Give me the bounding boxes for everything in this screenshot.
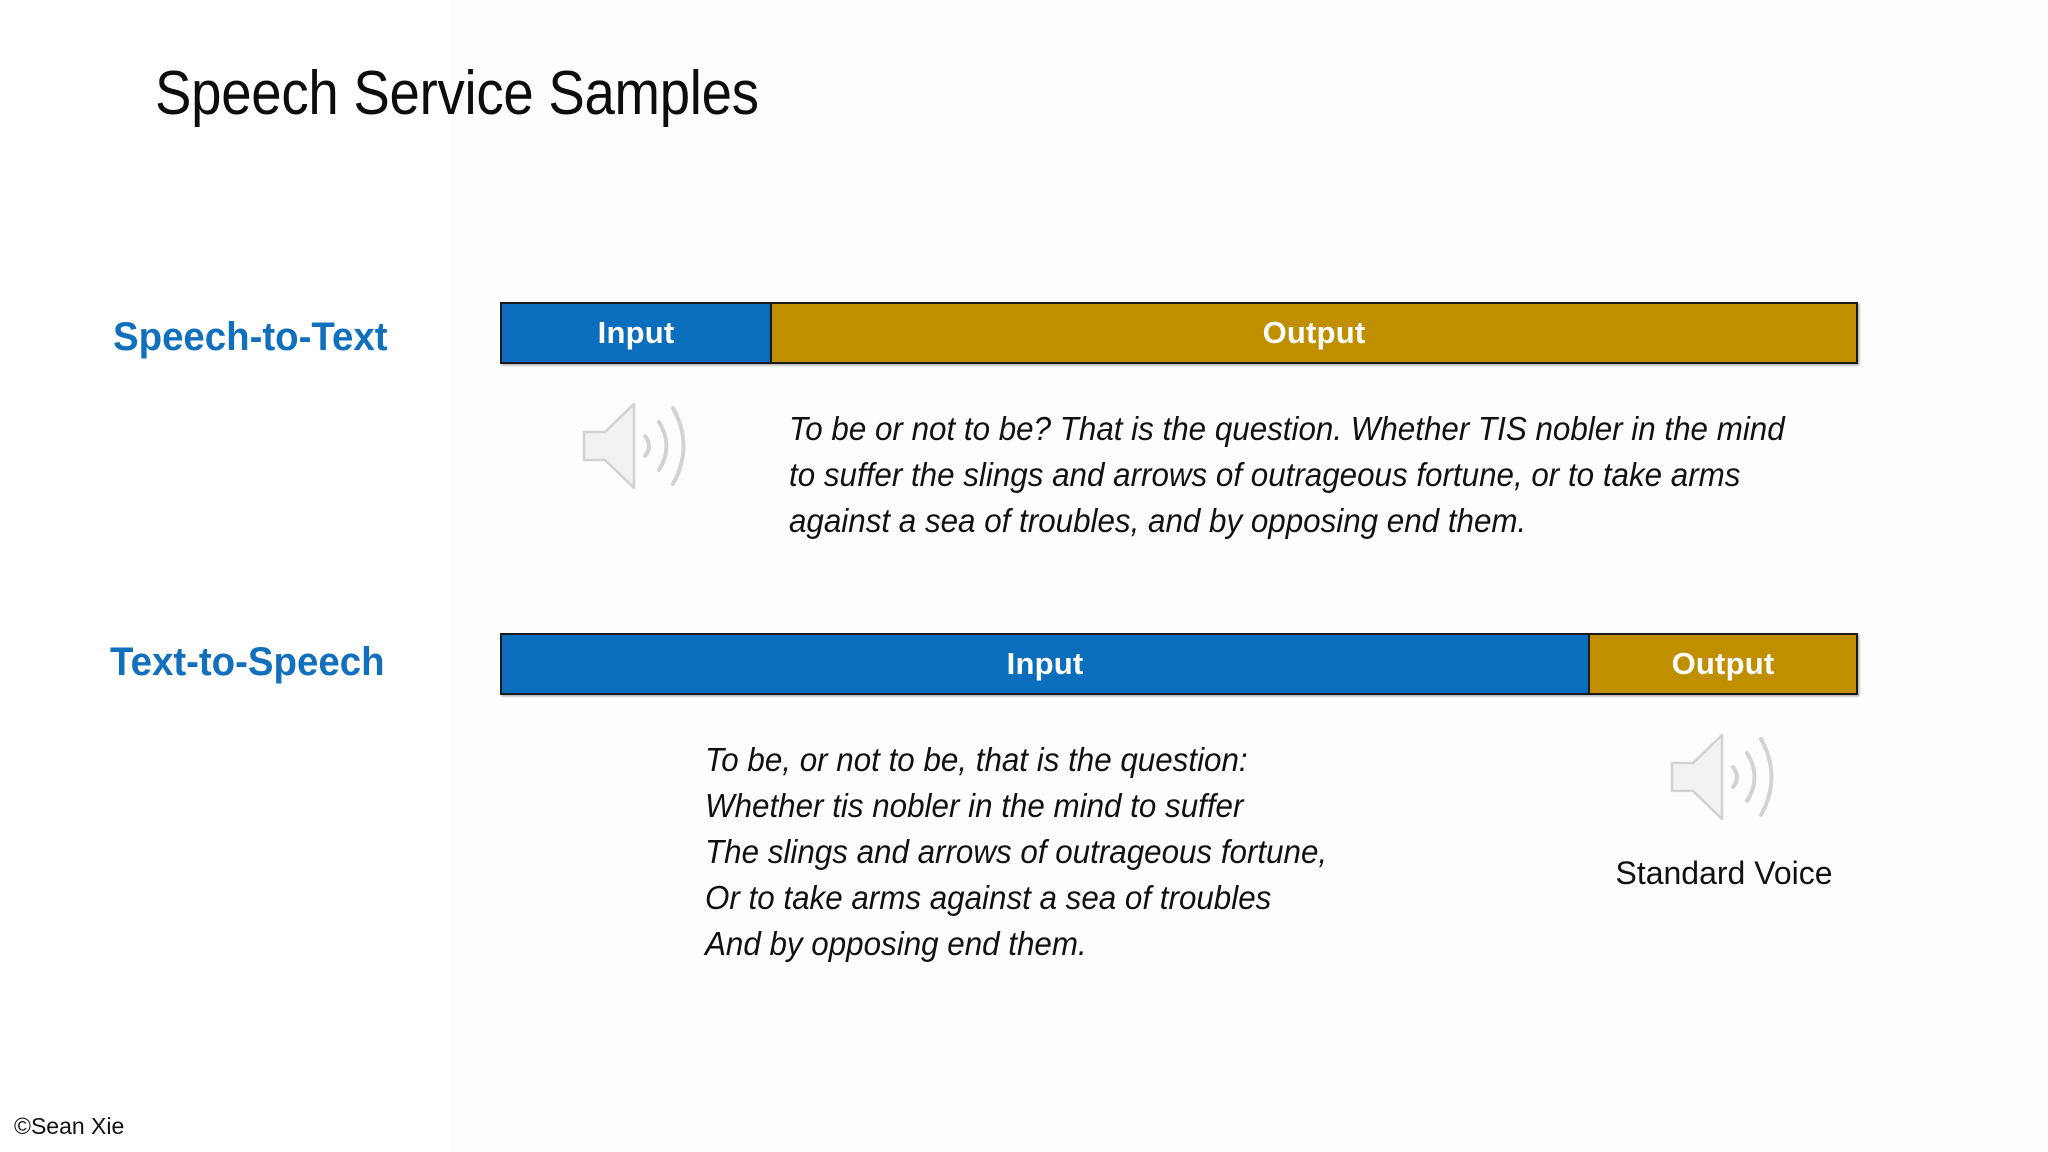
row-label-speech-to-text: Speech-to-Text [113,315,388,359]
speech-to-text-input-segment: Input [502,304,770,362]
speech-to-text-bar: Input Output [500,302,1858,364]
text-to-speech-input-text: To be, or not to be, that is the questio… [705,737,1327,967]
poem-line: And by opposing end them. [705,925,1087,962]
speaker-icon[interactable] [572,392,700,500]
speaker-icon[interactable] [1660,723,1788,831]
poem-line: Whether tis nobler in the mind to suffer [705,787,1244,824]
poem-line: To be, or not to be, that is the questio… [705,741,1248,778]
row-label-text-to-speech: Text-to-Speech [110,640,385,684]
speech-to-text-output-text: To be or not to be? That is the question… [789,410,1785,539]
copyright-notice: ©Sean Xie [14,1113,125,1139]
poem-line: The slings and arrows of outrageous fort… [705,833,1328,870]
text-to-speech-output-segment: Output [1588,635,1856,693]
standard-voice-caption: Standard Voice [1615,855,1833,891]
text-to-speech-input-segment: Input [502,635,1588,693]
page-title: Speech Service Samples [155,59,759,128]
slide-background-panel [450,0,2048,1152]
speech-to-text-output-segment: Output [770,304,1856,362]
poem-line: Or to take arms against a sea of trouble… [705,879,1272,916]
text-to-speech-bar: Input Output [500,633,1858,695]
